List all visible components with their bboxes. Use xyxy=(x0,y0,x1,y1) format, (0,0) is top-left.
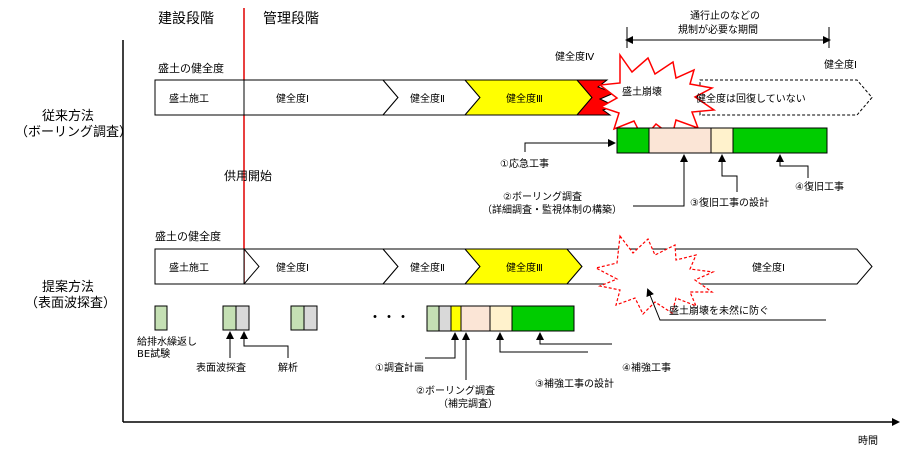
monitoring-legend-labels: 給排水繰返し BE試験 表面波探査 解析 xyxy=(137,331,298,374)
conv-step-boring-1: ②ボーリング調査 xyxy=(503,190,582,203)
ellipsis: ・・・ xyxy=(368,310,410,326)
proposed-health-bar: 盛土施工 健全度Ⅰ 健全度Ⅱ 健全度Ⅲ 健全度Ⅰ xyxy=(154,234,873,316)
conv-h2-label: 健全度Ⅱ xyxy=(410,92,445,105)
reinforce-design-block xyxy=(489,305,513,332)
prop-h1-label: 健全度Ⅰ xyxy=(276,261,309,274)
conv-step-boring-2: （詳細調査・監視体制の構築） xyxy=(482,203,622,216)
phase-management-label: 管理段階 xyxy=(263,11,319,27)
conv-h3-label: 健全度Ⅲ xyxy=(506,92,543,105)
conv-step-restore: ④復旧工事 xyxy=(795,180,844,193)
conv-construction-label: 盛土施工 xyxy=(169,92,209,105)
conventional-method-label: 従来方法 （ボーリング調査） xyxy=(15,108,132,140)
conv-design-block xyxy=(710,127,734,154)
conv-h1-block xyxy=(243,79,399,116)
conv-step-emergency: ①応急工事 xyxy=(500,157,549,170)
surface-wave-block-1 xyxy=(222,305,237,331)
conventional-health-label: 盛土の健全度 xyxy=(158,61,224,75)
analysis-block-3 xyxy=(438,305,452,332)
service-start-label: 供用開始 xyxy=(224,169,272,183)
prop-h1-block xyxy=(242,248,399,285)
proposed-method-label: 提案方法 （表面波探査） xyxy=(25,279,116,311)
svg-text:（表面波探査）: （表面波探査） xyxy=(25,296,116,311)
conv-step-design: ③復旧工事の設計 xyxy=(690,196,769,209)
reinforce-work-block xyxy=(511,305,575,332)
survey-plan-block xyxy=(450,305,462,332)
conv-not-recovered-label: 健全度は回復していない xyxy=(696,92,806,105)
conv-restore-block xyxy=(732,127,828,154)
prop-step-boring-2: （補完調査） xyxy=(438,397,498,410)
conv-construction-block xyxy=(154,79,245,116)
svg-text:従来方法: 従来方法 xyxy=(42,108,94,124)
monitoring-blocks: ・・・ xyxy=(154,305,575,332)
x-axis-label: 時間 xyxy=(858,435,878,447)
h1-right-label: 健全度Ⅰ xyxy=(824,58,857,71)
legend-analysis: 解析 xyxy=(278,361,298,374)
prop-prevented-collapse-burst xyxy=(594,234,716,316)
prop-construction-label: 盛土施工 xyxy=(169,261,209,274)
prevent-collapse-callout: 盛土崩壊を未然に防ぐ xyxy=(646,288,826,321)
closure-note-line1: 通行止のなどの xyxy=(690,9,760,22)
proposed-callouts: ①調査計画 ②ボーリング調査 （補完調査） ③補強工事の設計 ④補強工事 xyxy=(375,332,671,410)
closure-period-bracket: 通行止のなどの 規制が必要な期間 xyxy=(625,9,831,48)
conv-emergency-block xyxy=(616,127,650,154)
svg-text:提案方法: 提案方法 xyxy=(42,279,94,295)
h4-label: 健全度Ⅳ xyxy=(555,50,595,63)
surface-wave-block-3 xyxy=(426,305,440,332)
prop-step-boring-1: ②ボーリング調査 xyxy=(416,384,495,397)
conventional-health-bar: 盛土施工 健全度Ⅰ 健全度Ⅱ 健全度Ⅲ 盛土崩壊 健全度は回復していない xyxy=(154,52,873,141)
legend-surface-wave: 表面波探査 xyxy=(196,361,246,374)
conv-collapse-label: 盛土崩壊 xyxy=(622,85,662,98)
prop-step-reinforce-design: ③補強工事の設計 xyxy=(535,377,614,390)
prop-step-survey-plan: ①調査計画 xyxy=(375,361,424,374)
prop-h1-end-label: 健全度Ⅰ xyxy=(752,261,785,274)
conv-h1-label: 健全度Ⅰ xyxy=(276,92,309,105)
conventional-callouts: ①応急工事 ②ボーリング調査 （詳細調査・監視体制の構築） ③復旧工事の設計 ④… xyxy=(482,139,844,216)
prop-h2-label: 健全度Ⅱ xyxy=(410,261,445,274)
prevent-note-label: 盛土崩壊を未然に防ぐ xyxy=(669,304,769,317)
prop-boring-block xyxy=(460,305,491,332)
prop-step-reinforce-work: ④補強工事 xyxy=(622,361,671,374)
analysis-block-2 xyxy=(303,305,318,331)
phase-construction-label: 建設段階 xyxy=(158,11,214,27)
prop-h3-label: 健全度Ⅲ xyxy=(506,261,543,274)
legend-cycle-line2: BE試験 xyxy=(137,347,170,360)
svg-text:（ボーリング調査）: （ボーリング調査） xyxy=(15,125,132,140)
proposed-health-label: 盛土の健全度 xyxy=(155,229,221,243)
surface-wave-block-2 xyxy=(290,305,305,331)
closure-note-line2: 規制が必要な期間 xyxy=(678,23,758,36)
analysis-block-1 xyxy=(235,305,250,331)
conv-boring-block xyxy=(648,127,712,154)
cycle-test-block xyxy=(154,305,168,331)
conventional-response-blocks xyxy=(616,127,828,154)
legend-cycle-line1: 給排水繰返し xyxy=(137,335,197,348)
prop-construction-block xyxy=(154,248,245,285)
